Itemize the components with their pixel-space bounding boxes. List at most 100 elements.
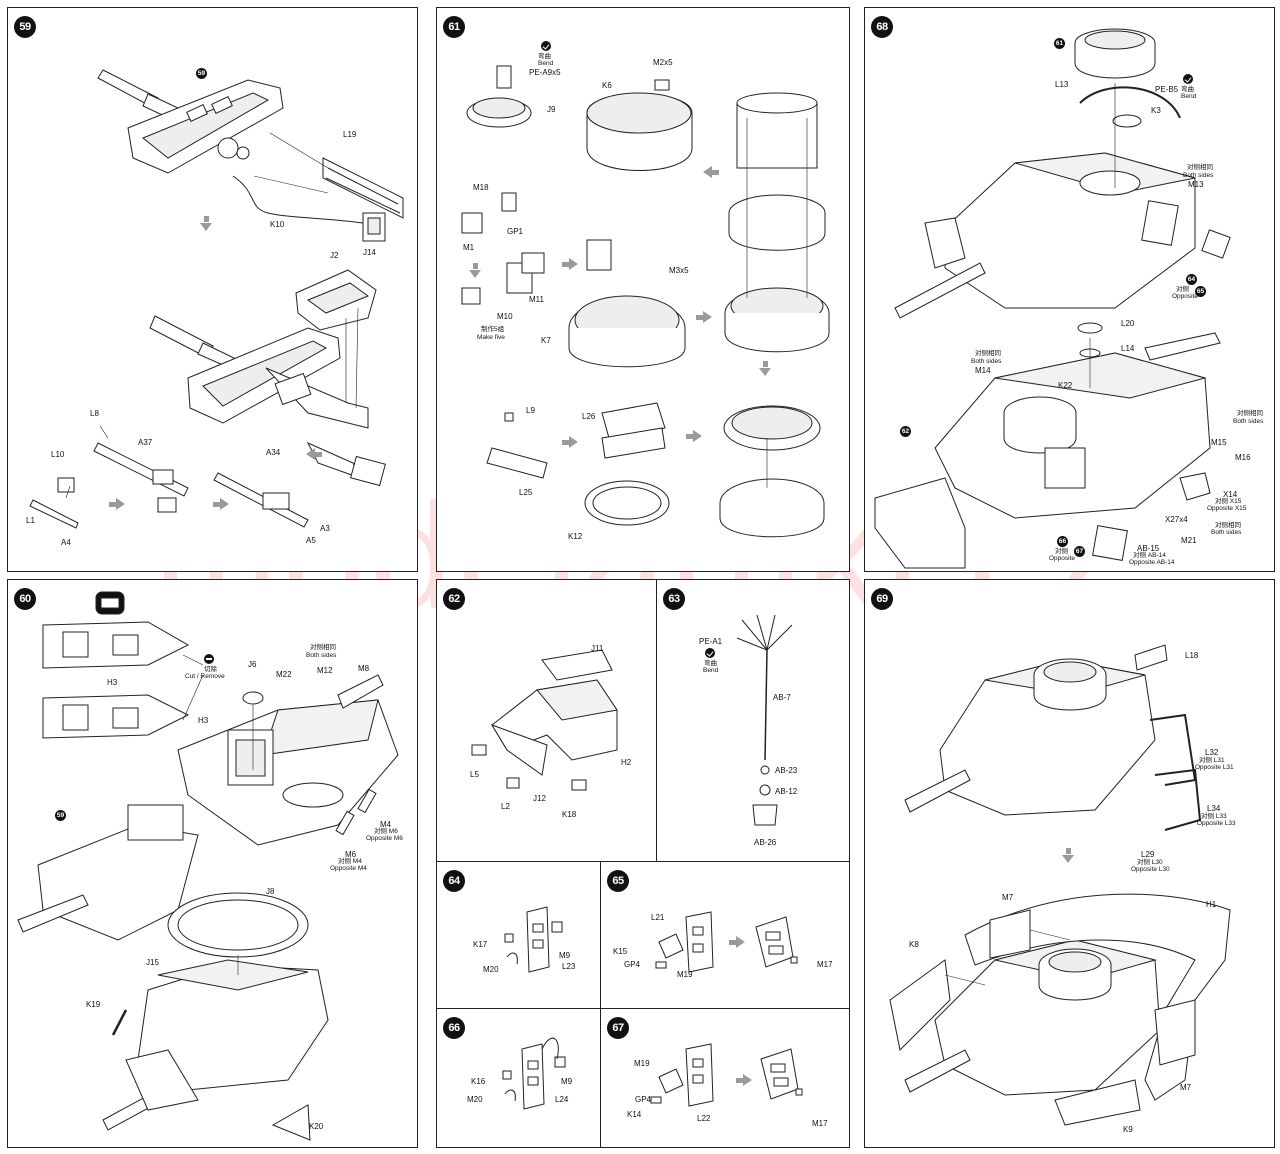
opposite-m6: Opposite M6: [366, 835, 403, 842]
both-sides-cn: 对侧相同: [310, 644, 336, 651]
part-A34: A34: [266, 448, 281, 457]
part-AB-15: AB-15: [1137, 544, 1160, 553]
opposite-l31-cn: 对侧 L31: [1199, 757, 1225, 764]
part-H2: H2: [621, 758, 632, 767]
part-K15: K15: [613, 947, 628, 956]
step-69-drawing: [865, 580, 1274, 1147]
part-A4: A4: [61, 538, 71, 547]
part-K18: K18: [562, 810, 577, 819]
part-GP4: GP4: [635, 1095, 652, 1104]
part-M13: M13: [1188, 180, 1204, 189]
flow-arrow-down: [759, 361, 771, 376]
step-60-drawing: [8, 580, 417, 1147]
both-sides-cn: 对侧相同: [1215, 522, 1241, 529]
opposite-cn: 对侧: [1176, 286, 1189, 293]
part-M17: M17: [812, 1119, 828, 1128]
part-X27x4: X27x4: [1165, 515, 1188, 524]
flow-arrow-down: [1062, 848, 1074, 863]
step-66-drawing: [437, 1009, 601, 1147]
part-K16: K16: [471, 1077, 486, 1086]
step-panel-69: 69: [864, 579, 1275, 1148]
part-AB-7: AB-7: [773, 693, 791, 702]
make-five: Make five: [477, 334, 505, 341]
part-L29: L29: [1141, 850, 1155, 859]
bend-label-cn: 弯曲: [704, 660, 717, 667]
part-L19: L19: [343, 130, 357, 139]
flow-arrow-down: [200, 216, 212, 231]
step-61-drawing: [437, 8, 849, 571]
ref-step-65: 65: [1195, 286, 1206, 297]
opposite-cn: 对侧: [1055, 548, 1068, 555]
opposite-ab14: Opposite AB-14: [1129, 559, 1175, 566]
part-H1: H1: [1206, 900, 1217, 909]
part-L32: L32: [1205, 748, 1219, 757]
bend-label-cn: 弯曲: [538, 53, 551, 60]
part-L13: L13: [1055, 80, 1069, 89]
part-J2: J2: [330, 251, 339, 260]
flow-arrow-down: [469, 263, 481, 278]
opposite-l33-cn: 对侧 L33: [1201, 813, 1227, 820]
step-panel-61: 61: [436, 7, 850, 572]
part-L20: L20: [1121, 319, 1135, 328]
part-M19: M19: [634, 1059, 650, 1068]
step-panel-65: 65 L21 K15 GP4 M19 M17: [600, 861, 850, 1010]
part-K22: K22: [1058, 381, 1073, 390]
both-sides: Both sides: [1183, 172, 1214, 179]
part-L5: L5: [470, 770, 479, 779]
part-J6: J6: [248, 660, 257, 669]
part-PE-A9: PE-A9x5: [529, 68, 561, 77]
part-M22: M22: [276, 670, 292, 679]
bend-label: Bend: [1181, 93, 1197, 100]
part-L34: L34: [1207, 804, 1221, 813]
part-M21: M21: [1181, 536, 1197, 545]
part-M12: M12: [317, 666, 333, 675]
part-J15: J15: [146, 958, 159, 967]
step-number-60: 60: [14, 588, 36, 610]
part-K3: K3: [1151, 106, 1161, 115]
part-J11: J11: [591, 644, 604, 653]
flow-arrow-right: [729, 936, 745, 948]
part-K6: K6: [602, 81, 612, 90]
flow-arrow-right: [696, 311, 712, 323]
part-AB-12: AB-12: [775, 787, 798, 796]
step-number-61: 61: [443, 16, 465, 38]
opposite-m4-cn: 对侧 M4: [338, 858, 362, 865]
step-68-drawing: [865, 8, 1274, 571]
part-M20: M20: [467, 1095, 483, 1104]
part-L18: L18: [1185, 651, 1199, 660]
bend-label-cn: 弯曲: [1181, 86, 1194, 93]
cut-remove-cn: 切除: [204, 666, 217, 673]
part-M11: M11: [529, 295, 544, 304]
part-K8: K8: [909, 940, 919, 949]
both-sides: Both sides: [971, 358, 1002, 365]
cut-remove: Cut / Remove: [185, 673, 225, 680]
step-panel-62: 62 J11 L5 L2 J12 K18 H2: [436, 579, 658, 863]
part-M15: M15: [1211, 438, 1227, 447]
part-M2x5: M2x5: [653, 58, 673, 67]
opposite-x15-cn: 对侧 X15: [1215, 498, 1242, 505]
ref-step-62: 62: [900, 426, 911, 437]
step-number-68: 68: [871, 16, 893, 38]
flow-arrow-left: [703, 166, 719, 178]
step-number-65: 65: [607, 870, 629, 892]
part-M20: M20: [483, 965, 499, 974]
part-K17: K17: [473, 940, 488, 949]
part-L10: L10: [51, 450, 65, 459]
step-number-66: 66: [443, 1017, 465, 1039]
part-X14: X14: [1223, 490, 1238, 499]
flow-arrow-left: [306, 448, 322, 460]
part-M8: M8: [358, 664, 370, 673]
step-panel-59: 59: [7, 7, 418, 572]
bend-label: Bend: [538, 60, 554, 67]
cut-icon: [204, 654, 214, 664]
part-M4: M4: [380, 820, 392, 829]
both-sides-cn: 对侧相同: [1187, 164, 1213, 171]
step-number-64: 64: [443, 870, 465, 892]
ref-step-61: 61: [1054, 38, 1065, 49]
flow-arrow-right: [213, 498, 229, 510]
make-five-cn: 制作5组: [481, 326, 505, 333]
part-M9: M9: [561, 1077, 573, 1086]
part-A5: A5: [306, 536, 316, 545]
part-AB-26: AB-26: [754, 838, 777, 847]
step-62-drawing: [437, 580, 657, 862]
